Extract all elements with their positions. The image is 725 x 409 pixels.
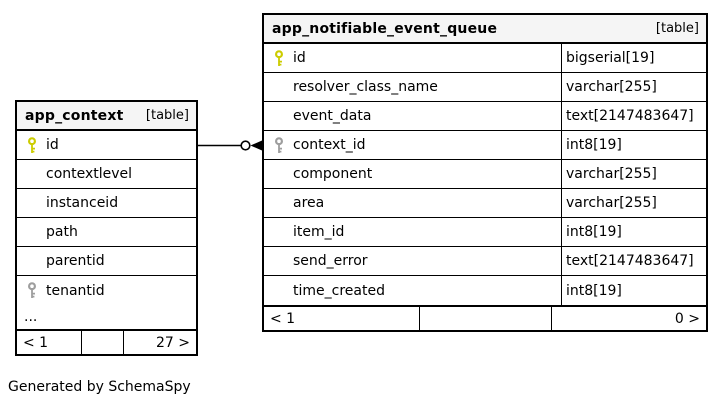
table-badge: [table]: [145, 108, 189, 123]
more-columns-ellipsis: ...: [17, 305, 196, 329]
table-row: tenantid: [17, 276, 196, 305]
column-type: int8[19]: [561, 276, 706, 305]
column-name: area: [293, 195, 325, 211]
zero-circle-glyph: [240, 140, 251, 151]
table-row: item_id int8[19]: [264, 218, 706, 247]
table-footer: < 1 0 >: [264, 305, 706, 330]
table-row: path: [17, 218, 196, 247]
table-title: app_context: [25, 107, 124, 124]
key-spacer: [264, 189, 293, 217]
table-title: app_notifiable_event_queue: [272, 20, 498, 37]
table-row: resolver_class_name varchar[255]: [264, 73, 706, 102]
table-row: event_data text[2147483647]: [264, 102, 706, 131]
column-name: path: [46, 224, 78, 240]
primary-key-icon: [17, 131, 46, 159]
primary-key-icon: [264, 44, 293, 72]
table-header-app-context[interactable]: app_context [table]: [17, 102, 196, 131]
key-spacer: [264, 160, 293, 188]
footer-spacer: [81, 331, 122, 354]
relations-out-count: 0 >: [551, 307, 706, 330]
column-type: varchar[255]: [561, 73, 706, 101]
column-type: int8[19]: [561, 131, 706, 159]
column-name: id: [46, 137, 59, 153]
key-spacer: [17, 160, 46, 188]
relationship-connector: [198, 140, 262, 151]
column-type: bigserial[19]: [561, 44, 706, 72]
key-spacer: [264, 247, 293, 275]
footer-spacer: [418, 307, 552, 330]
relations-out-count: 27 >: [122, 331, 196, 354]
column-name: item_id: [293, 224, 345, 240]
column-name: component: [293, 166, 373, 182]
column-name: contextlevel: [46, 166, 133, 182]
generated-by-caption: Generated by SchemaSpy: [8, 379, 191, 395]
table-badge: [table]: [655, 21, 699, 36]
column-type: varchar[255]: [561, 189, 706, 217]
foreign-key-icon: [264, 131, 293, 159]
key-spacer: [264, 218, 293, 246]
foreign-key-icon: [17, 276, 46, 305]
column-name: send_error: [293, 253, 368, 269]
column-name: event_data: [293, 108, 372, 124]
column-name: parentid: [46, 253, 105, 269]
table-row: time_created int8[19]: [264, 276, 706, 305]
table-header-app-notifiable-event-queue[interactable]: app_notifiable_event_queue [table]: [264, 15, 706, 44]
column-name: context_id: [293, 137, 366, 153]
column-type: int8[19]: [561, 218, 706, 246]
column-name: resolver_class_name: [293, 79, 438, 95]
table-node-app-notifiable-event-queue: app_notifiable_event_queue [table] id bi…: [262, 13, 708, 332]
table-row: context_id int8[19]: [264, 131, 706, 160]
arrowhead-glyph: [250, 140, 262, 151]
table-row: send_error text[2147483647]: [264, 247, 706, 276]
column-type: text[2147483647]: [561, 247, 706, 275]
key-spacer: [17, 218, 46, 246]
key-spacer: [17, 189, 46, 217]
table-row: contextlevel: [17, 160, 196, 189]
table-row: id bigserial[19]: [264, 44, 706, 73]
key-spacer: [264, 276, 293, 305]
column-type: text[2147483647]: [561, 102, 706, 130]
table-footer: < 1 27 >: [17, 329, 196, 354]
relations-in-count: < 1: [270, 310, 296, 327]
key-spacer: [264, 73, 293, 101]
relations-in-count: < 1: [23, 334, 49, 351]
table-row: id: [17, 131, 196, 160]
key-spacer: [264, 102, 293, 130]
table-row: instanceid: [17, 189, 196, 218]
table-row: component varchar[255]: [264, 160, 706, 189]
table-row: parentid: [17, 247, 196, 276]
table-node-app-context: app_context [table] id contextlevel inst…: [15, 100, 198, 356]
column-type: varchar[255]: [561, 160, 706, 188]
column-name: instanceid: [46, 195, 119, 211]
column-name: time_created: [293, 282, 385, 299]
key-spacer: [17, 247, 46, 275]
column-name: id: [293, 50, 306, 66]
column-name: tenantid: [46, 282, 105, 299]
table-row: area varchar[255]: [264, 189, 706, 218]
